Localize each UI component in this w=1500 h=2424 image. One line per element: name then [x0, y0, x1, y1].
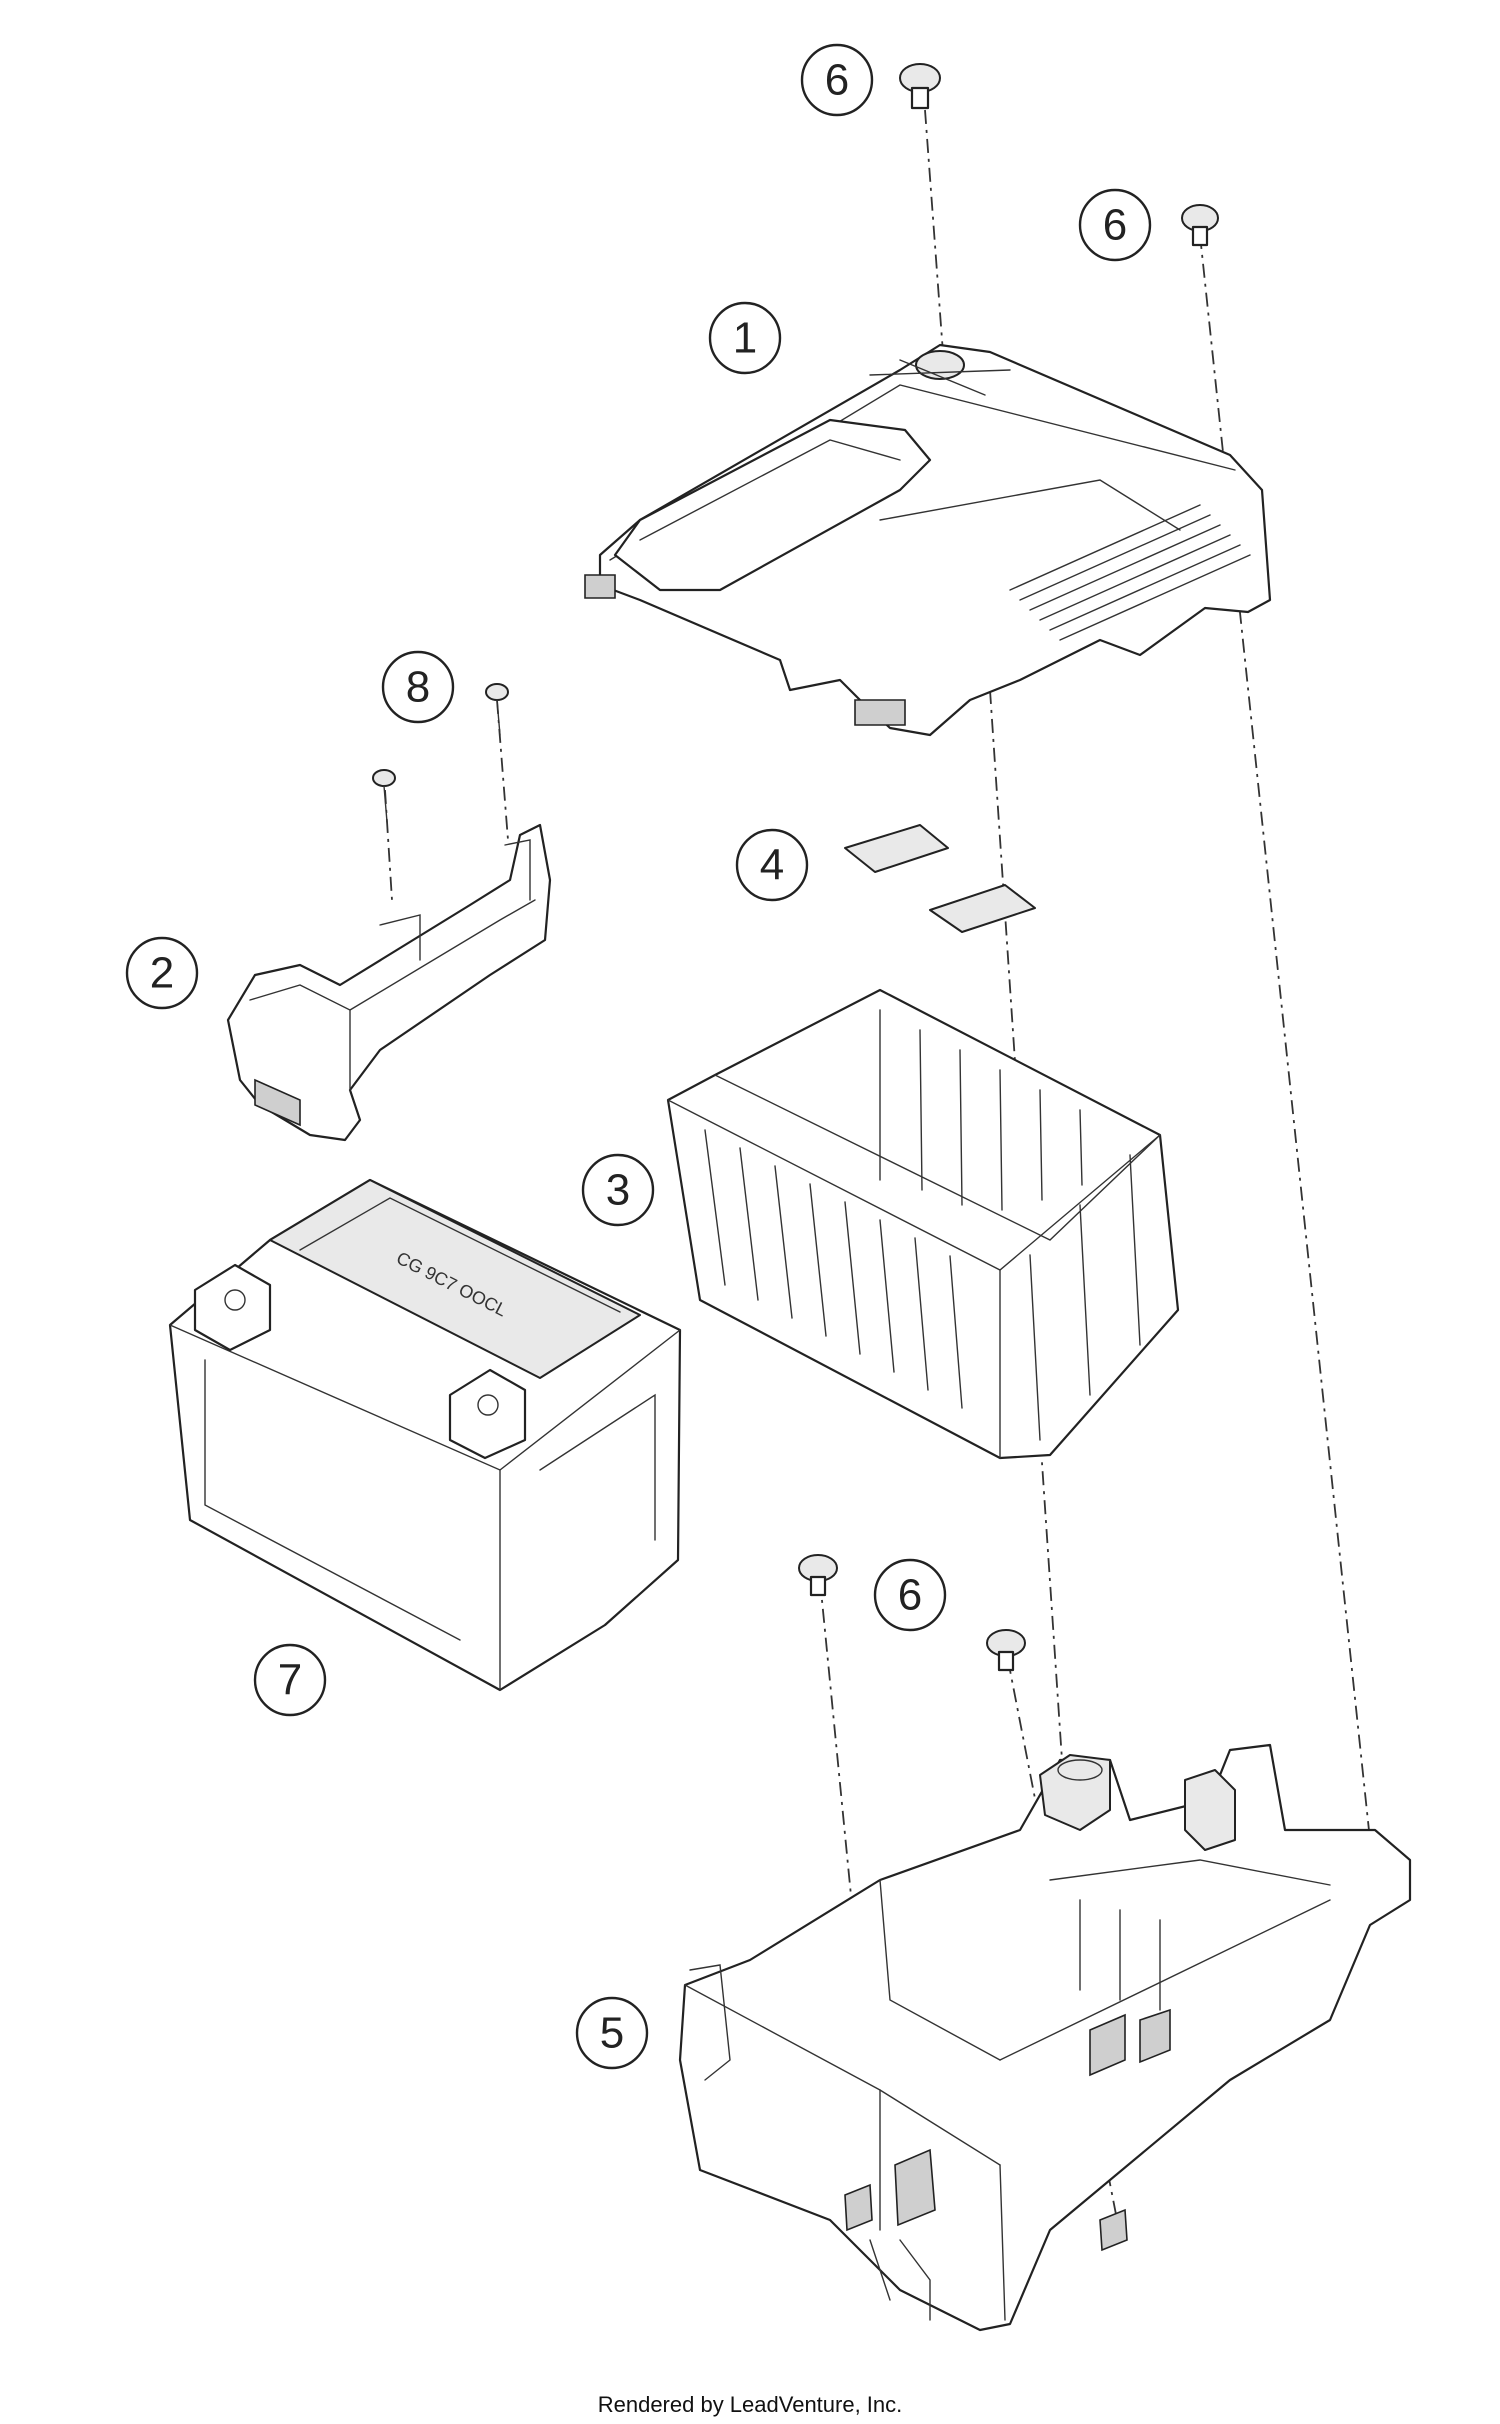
battery: CG 9C7 OOCL	[168, 1178, 682, 1692]
battery-box	[666, 988, 1180, 1460]
callout-label: 3	[606, 1166, 630, 1215]
screw-icon	[1181, 204, 1219, 247]
screw-icon	[899, 63, 941, 110]
adhesive-pads	[844, 824, 1036, 933]
callout-2: 2	[125, 936, 199, 1010]
callout-label: 6	[825, 56, 849, 105]
callout-label: 2	[150, 949, 174, 998]
callout-label: 1	[733, 314, 757, 363]
battery-bracket	[226, 823, 552, 1142]
screw-icon	[798, 1554, 838, 1597]
callout-label: 7	[278, 1656, 302, 1705]
footer-credit: Rendered by LeadVenture, Inc.	[597, 2392, 903, 2417]
callout-6-top: 6	[800, 43, 874, 117]
callout-4: 4	[735, 828, 809, 902]
screw-icon	[986, 1629, 1026, 1672]
callout-label: 4	[760, 841, 784, 890]
callout-label: 6	[1103, 201, 1127, 250]
callout-label: 5	[600, 2009, 624, 2058]
callout-7: 7	[253, 1643, 327, 1717]
small-screw-icon	[485, 683, 509, 736]
callout-6-lower: 6	[873, 1558, 947, 1632]
callout-label: 6	[898, 1571, 922, 1620]
battery-cover	[584, 343, 1272, 737]
callout-3: 3	[581, 1153, 655, 1227]
callout-1: 1	[708, 301, 782, 375]
callout-8: 8	[381, 650, 455, 724]
callout-6-right: 6	[1078, 188, 1152, 262]
battery-tray	[678, 1743, 1412, 2332]
callout-label: 8	[406, 663, 430, 712]
small-screw-icon	[372, 769, 396, 823]
callout-5: 5	[575, 1996, 649, 2070]
